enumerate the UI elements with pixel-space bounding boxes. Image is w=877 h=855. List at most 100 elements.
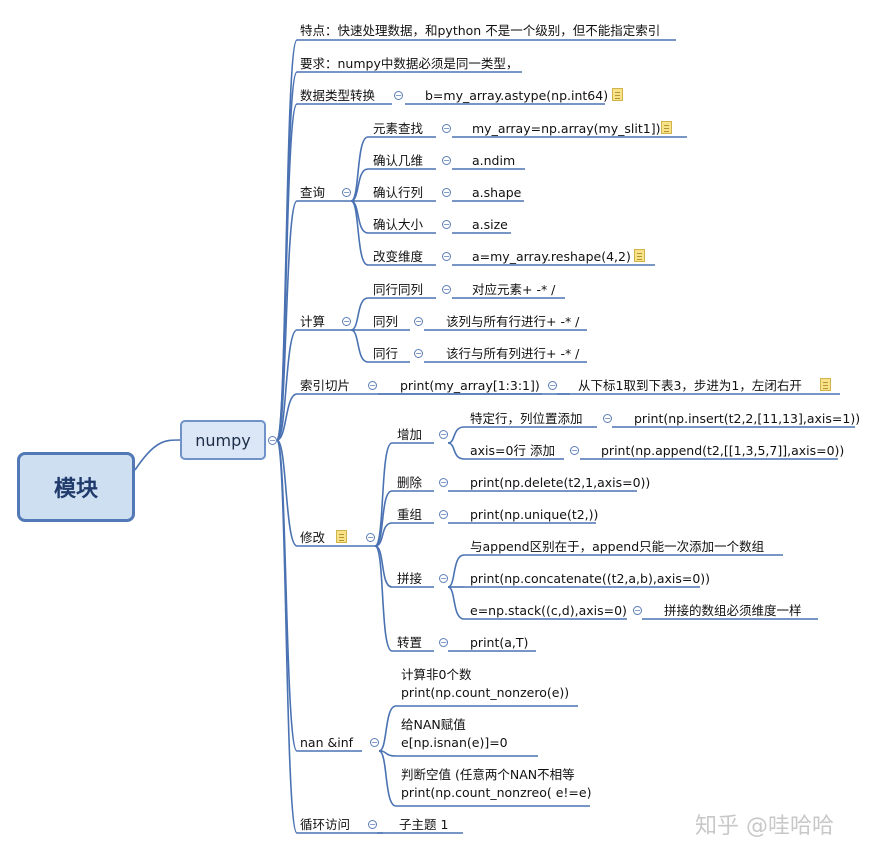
concatenate-code[interactable]: print(np.concatenate((t2,a,b),axis=0)) bbox=[470, 571, 711, 586]
topic-index-slice[interactable]: 索引切片 bbox=[300, 378, 351, 393]
concat-branch bbox=[447, 586, 465, 620]
query-branch bbox=[350, 200, 369, 266]
compute-branch bbox=[350, 297, 369, 331]
note-icon[interactable] bbox=[612, 88, 623, 101]
transpose-code[interactable]: print(a,T) bbox=[470, 635, 529, 650]
collapse-toggle-loop[interactable]: − bbox=[368, 820, 377, 829]
trunk-branch bbox=[276, 103, 298, 441]
collapse-toggle-slice-code[interactable]: − bbox=[548, 381, 557, 390]
compute-same-shape-note[interactable]: 对应元素+ -* / bbox=[472, 282, 556, 297]
collapse-toggle-type[interactable]: − bbox=[394, 91, 403, 100]
query-size[interactable]: 确认大小 bbox=[373, 217, 424, 232]
note-icon[interactable] bbox=[820, 378, 831, 391]
nan-count-nonzero[interactable]: 计算非0个数 print(np.count_nonzero(e)) bbox=[401, 667, 570, 700]
note-icon[interactable] bbox=[661, 121, 672, 134]
compute-branch bbox=[350, 329, 369, 363]
modify-concat[interactable]: 拼接 bbox=[397, 571, 423, 586]
nan-assign[interactable]: 给NAN赋值 e[np.isnan(e)]=0 bbox=[401, 717, 508, 750]
collapse-toggle-nan-inf[interactable]: − bbox=[370, 738, 379, 747]
query-find-element[interactable]: 元素查找 bbox=[373, 121, 424, 136]
query-ndim[interactable]: 确认几维 bbox=[373, 153, 424, 168]
collapse-toggle-stack[interactable]: − bbox=[633, 606, 642, 615]
collapse-toggle-transpose[interactable]: − bbox=[439, 638, 448, 647]
query-ndim-code[interactable]: a.ndim bbox=[472, 153, 516, 168]
add-position[interactable]: 特定行，列位置添加 bbox=[470, 411, 583, 426]
query-shape[interactable]: 确认行列 bbox=[373, 185, 424, 200]
topic-features[interactable]: 特点：快速处理数据，和python 不是一个级别，但不能指定索引 bbox=[300, 23, 661, 38]
append-code[interactable]: print(np.append(t2,[[1,3,5,7]],axis=0)) bbox=[601, 443, 845, 458]
trunk-branch bbox=[276, 329, 298, 441]
root-link bbox=[134, 439, 181, 471]
collapse-toggle-add-position[interactable]: − bbox=[603, 414, 612, 423]
query-shape-code[interactable]: a.shape bbox=[472, 185, 522, 200]
stack-code[interactable]: e=np.stack((c,d),axis=0) bbox=[470, 603, 627, 618]
collapse-toggle-slice[interactable]: − bbox=[368, 381, 377, 390]
collapse-toggle-same-shape[interactable]: − bbox=[442, 285, 451, 294]
topic-requirement[interactable]: 要求：numpy中数据必须是同一类型， bbox=[300, 56, 519, 71]
query-find-element-code[interactable]: my_array=np.array(my_slit1]) bbox=[472, 121, 661, 136]
nan-branch bbox=[378, 750, 397, 807]
modify-branch bbox=[374, 522, 393, 547]
collapse-toggle-same-column[interactable]: − bbox=[414, 317, 423, 326]
compute-same-column[interactable]: 同列 bbox=[373, 314, 399, 329]
trunk-branch bbox=[276, 439, 298, 752]
collapse-toggle-modify[interactable]: − bbox=[366, 533, 375, 542]
topic-modify[interactable]: 修改 bbox=[300, 530, 326, 545]
insert-code[interactable]: print(np.insert(t2,2,[11,13],axis=1)) bbox=[634, 411, 861, 426]
slice-note[interactable]: 从下标1取到下表3，步进为1，左闭右开 bbox=[578, 378, 802, 393]
modify-delete[interactable]: 删除 bbox=[397, 475, 423, 490]
nan-branch bbox=[378, 705, 397, 752]
compute-same-column-note[interactable]: 该列与所有行进行+ -* / bbox=[446, 314, 580, 329]
collapse-toggle-find[interactable]: − bbox=[442, 124, 451, 133]
modify-add[interactable]: 增加 bbox=[397, 427, 423, 442]
collapse-toggle-add-axis0[interactable]: − bbox=[570, 446, 579, 455]
collapse-toggle-delete[interactable]: − bbox=[439, 478, 448, 487]
collapse-toggle-add[interactable]: − bbox=[439, 430, 448, 439]
query-reshape[interactable]: 改变维度 bbox=[373, 249, 424, 264]
astype-code[interactable]: b=my_array.astype(np.int64) bbox=[425, 88, 609, 103]
delete-code[interactable]: print(np.delete(t2,1,axis=0)) bbox=[470, 475, 651, 490]
collapse-toggle-reorganize[interactable]: − bbox=[439, 510, 448, 519]
loop-subtopic[interactable]: 子主题 1 bbox=[399, 817, 449, 832]
collapse-toggle-reshape[interactable]: − bbox=[442, 252, 451, 261]
root-node[interactable]: 模块 bbox=[17, 452, 135, 522]
query-branch bbox=[350, 168, 369, 202]
trunk-branch bbox=[276, 200, 298, 441]
compute-same-row-note[interactable]: 该行与所有列进行+ -* / bbox=[446, 346, 580, 361]
stack-note[interactable]: 拼接的数组必须维度一样 bbox=[664, 603, 802, 618]
nan-check-empty[interactable]: 判断空值 (任意两个NAN不相等 print(np.count_nonzreo(… bbox=[401, 767, 592, 800]
modify-reorganize[interactable]: 重组 bbox=[397, 507, 423, 522]
note-icon[interactable] bbox=[634, 249, 645, 262]
unique-code[interactable]: print(np.unique(t2,)) bbox=[470, 507, 599, 522]
compute-same-shape[interactable]: 同行同列 bbox=[373, 282, 424, 297]
topic-compute[interactable]: 计算 bbox=[300, 314, 326, 329]
numpy-node[interactable]: numpy bbox=[180, 420, 266, 460]
topic-loop-access[interactable]: 循环访问 bbox=[300, 817, 351, 832]
collapse-toggle-ndim[interactable]: − bbox=[442, 156, 451, 165]
topic-type-conversion[interactable]: 数据类型转换 bbox=[300, 88, 376, 103]
slice-code[interactable]: print(my_array[1:3:1]) bbox=[400, 378, 540, 393]
collapse-toggle-shape[interactable]: − bbox=[442, 188, 451, 197]
collapse-toggle-query[interactable]: − bbox=[342, 188, 351, 197]
collapse-toggle-compute[interactable]: − bbox=[342, 317, 351, 326]
add-axis0[interactable]: axis=0行 添加 bbox=[470, 443, 555, 458]
compute-same-row[interactable]: 同行 bbox=[373, 346, 399, 361]
topic-query[interactable]: 查询 bbox=[300, 185, 326, 200]
collapse-toggle-same-row[interactable]: − bbox=[414, 349, 423, 358]
trunk-branch bbox=[276, 439, 298, 834]
collapse-toggle-numpy[interactable]: − bbox=[268, 436, 277, 445]
query-reshape-code[interactable]: a=my_array.reshape(4,2) bbox=[472, 249, 631, 264]
add-branch bbox=[447, 442, 465, 460]
collapse-toggle-size[interactable]: − bbox=[442, 220, 451, 229]
modify-transpose[interactable]: 转置 bbox=[397, 635, 423, 650]
concat-note[interactable]: 与append区别在于，append只能一次添加一个数组 bbox=[470, 539, 765, 554]
topic-nan-inf[interactable]: nan &inf bbox=[300, 735, 354, 750]
trunk-branch bbox=[276, 439, 298, 547]
modify-branch bbox=[374, 545, 393, 652]
trunk-branch bbox=[276, 393, 298, 441]
query-size-code[interactable]: a.size bbox=[472, 217, 508, 232]
note-icon[interactable] bbox=[336, 530, 347, 543]
collapse-toggle-concat[interactable]: − bbox=[439, 574, 448, 583]
